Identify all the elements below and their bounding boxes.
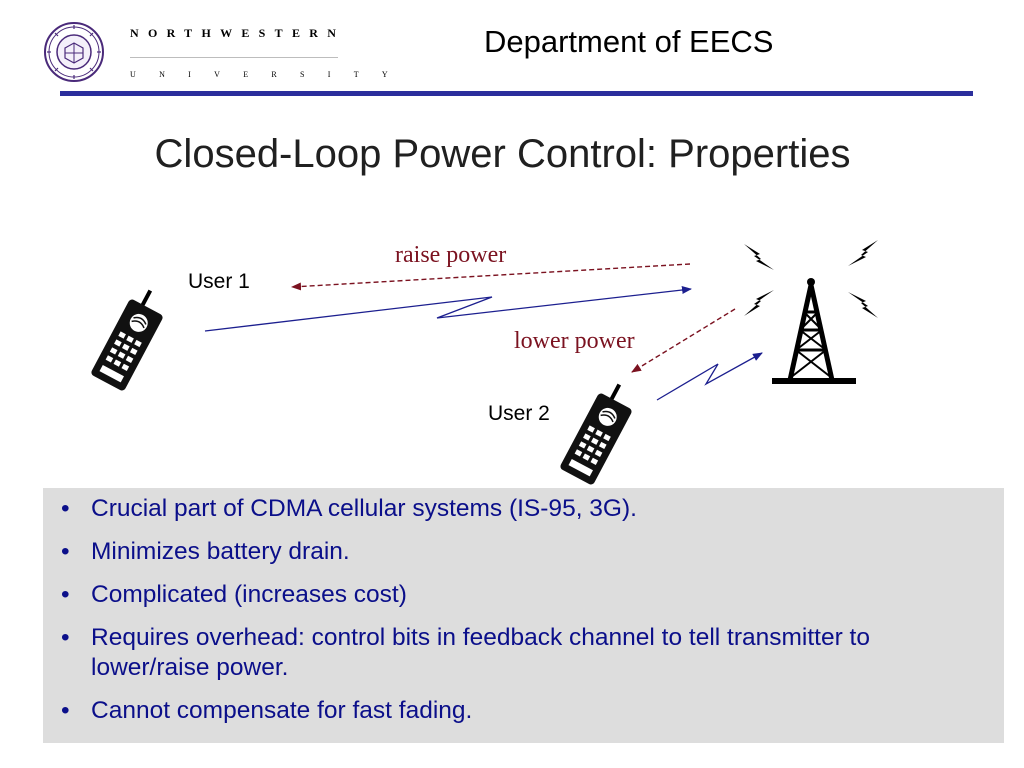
header-rule xyxy=(130,57,338,58)
lightning-bolt-icon xyxy=(848,240,878,266)
bullet-text: Minimizes battery drain. xyxy=(91,538,350,565)
bullet-item: • Crucial part of CDMA cellular systems (… xyxy=(61,494,980,524)
bullet-marker: • xyxy=(61,495,70,522)
user2-label: User 2 xyxy=(488,402,550,425)
department-name: Department of EECS xyxy=(484,24,774,59)
bullet-text: Crucial part of CDMA cellular systems (I… xyxy=(91,495,637,522)
lightning-bolt-icon xyxy=(744,290,774,316)
bullet-text: Requires overhead: control bits in feedb… xyxy=(91,624,870,681)
bullet-item: • Cannot compensate for fast fading. xyxy=(61,696,980,726)
bullet-item: • Requires overhead: control bits in feed… xyxy=(61,623,980,683)
bullet-panel: • Crucial part of CDMA cellular systems (… xyxy=(43,488,1004,743)
bullet-text: Complicated (increases cost) xyxy=(91,581,407,608)
lightning-bolt-icon xyxy=(744,244,774,270)
raise-power-arrow xyxy=(291,263,691,291)
raise-power-label: raise power xyxy=(395,242,506,268)
bullet-list: • Crucial part of CDMA cellular systems (… xyxy=(43,488,1004,726)
lower-power-label: lower power xyxy=(514,328,635,354)
slide-title: Closed-Loop Power Control: Properties xyxy=(154,132,851,176)
university-subtitle: UNIVERSITY xyxy=(130,70,411,79)
bullet-marker: • xyxy=(61,697,70,724)
header-divider-bar xyxy=(60,91,973,96)
university-seal-logo xyxy=(44,22,104,82)
bullet-marker: • xyxy=(61,581,70,608)
lower-power-arrow xyxy=(631,308,736,373)
bullet-marker: • xyxy=(61,624,70,651)
bullet-item: • Minimizes battery drain. xyxy=(61,537,980,567)
user1-phone-icon xyxy=(91,289,163,391)
user1-label: User 1 xyxy=(188,270,250,293)
bullet-text: Cannot compensate for fast fading. xyxy=(91,697,473,724)
power-control-diagram: raise power lower power User 1 User 2 xyxy=(91,240,878,485)
user2-uplink-signal xyxy=(656,352,763,401)
user2-phone-icon xyxy=(560,383,632,485)
user1-uplink-signal xyxy=(204,286,692,332)
bullet-marker: • xyxy=(61,538,70,565)
university-name: NORTHWESTERN xyxy=(130,26,346,40)
cell-tower-icon xyxy=(772,278,856,384)
lightning-bolt-icon xyxy=(848,292,878,318)
bullet-item: • Complicated (increases cost) xyxy=(61,580,980,610)
